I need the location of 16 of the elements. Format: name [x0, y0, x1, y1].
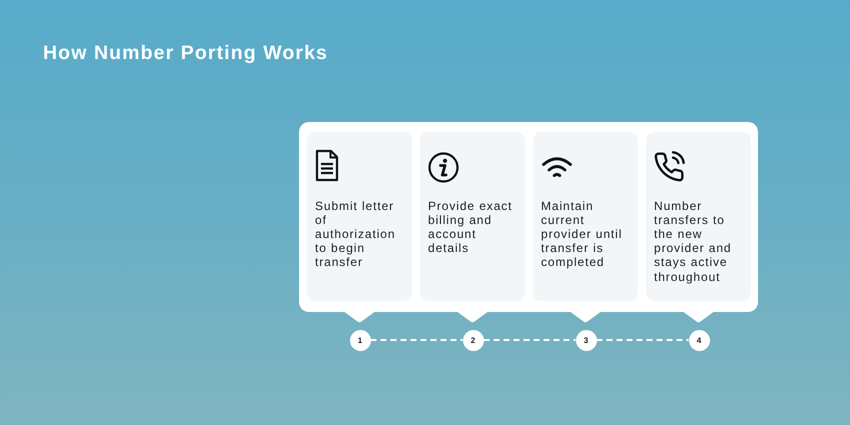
step-number-marker: 1: [350, 330, 370, 350]
step-card: [646, 132, 751, 301]
step-card: [307, 132, 412, 301]
step-description: Maintain current provider until transfer is completed: [541, 198, 624, 270]
dashed-connector: [596, 339, 688, 341]
step-card: [420, 132, 525, 301]
step-description: Submit letter of authorization to begin transfer: [315, 198, 396, 270]
step-description: Provide exact billing and account details: [428, 198, 514, 256]
diagram-title: How Number Porting Works: [43, 44, 328, 64]
step-number-marker: 3: [576, 330, 596, 350]
step-description: Number transfers to the new provider and stays active throughout: [654, 198, 733, 284]
step-card: [533, 132, 638, 301]
dashed-connector: [370, 339, 462, 341]
dashed-connector: [484, 339, 576, 341]
step-number-marker: 4: [688, 330, 710, 350]
step-number-marker: 2: [462, 330, 484, 350]
